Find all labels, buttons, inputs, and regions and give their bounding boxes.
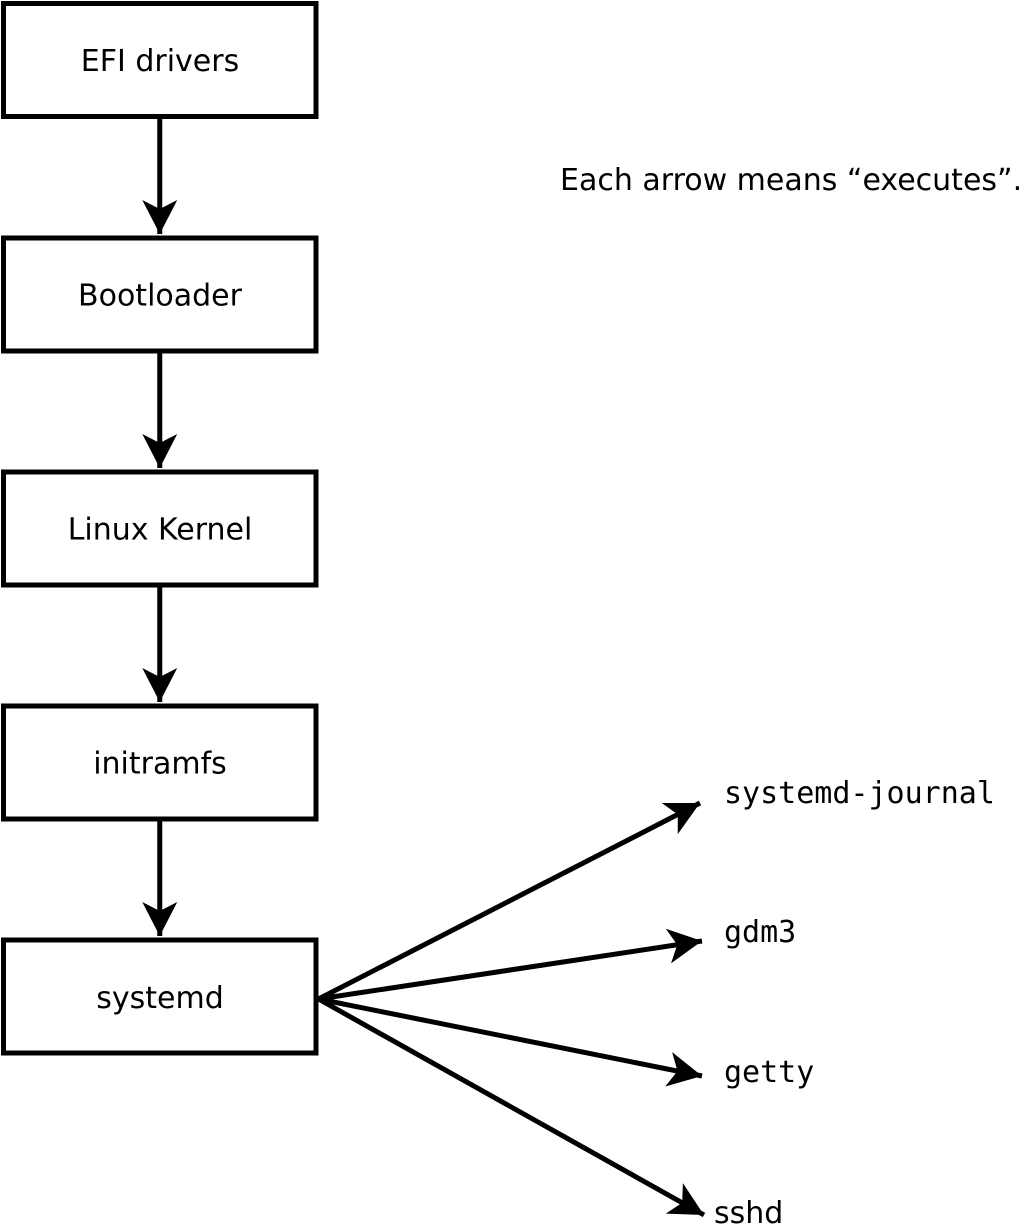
node-label: systemd bbox=[96, 981, 224, 1016]
node-systemd: systemd bbox=[1, 937, 319, 1056]
node-box bbox=[1, 469, 319, 588]
node-linux-kernel: Linux Kernel bbox=[1, 469, 319, 588]
node-box bbox=[1, 703, 319, 822]
node-efi-drivers: EFI drivers bbox=[1, 1, 319, 119]
target-label-gdm3: gdm3 bbox=[724, 915, 796, 950]
arrow-systemd-to-sshd bbox=[317, 996, 706, 1218]
node-label: initramfs bbox=[93, 747, 227, 782]
node-initramfs: initramfs bbox=[1, 703, 319, 822]
arrow-systemd-to-getty bbox=[318, 996, 703, 1087]
node-box bbox=[1, 235, 319, 354]
node-label: EFI drivers bbox=[81, 44, 239, 79]
target-label-sshd: sshd bbox=[714, 1196, 783, 1230]
node-label: Linux Kernel bbox=[68, 513, 253, 548]
node-box bbox=[1, 1, 319, 119]
node-box bbox=[1, 937, 319, 1056]
arrow-systemd-to-systemd-journal bbox=[317, 800, 702, 1002]
diagram-caption: Each arrow means “executes”. bbox=[560, 163, 1022, 198]
target-label-systemd-journal: systemd-journal bbox=[724, 776, 995, 811]
arrow-systemd-to-gdm3 bbox=[318, 928, 703, 1002]
target-label-getty: getty bbox=[724, 1055, 814, 1090]
node-label: Bootloader bbox=[78, 279, 243, 314]
node-bootloader: Bootloader bbox=[1, 235, 319, 354]
